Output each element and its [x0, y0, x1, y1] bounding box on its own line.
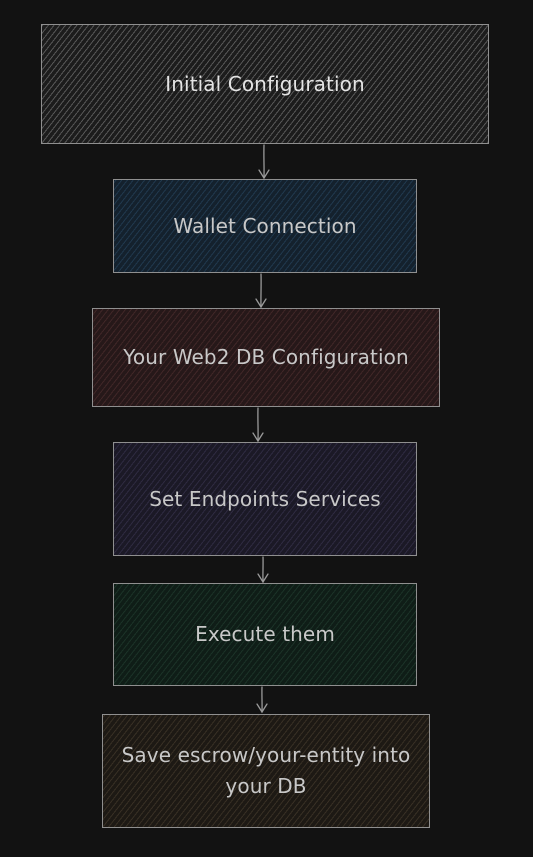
step-label: Wallet Connection [173, 213, 357, 238]
step-label: Save escrow/your-entity into your DB [121, 743, 411, 798]
step-label: Set Endpoints Services [149, 486, 381, 511]
step-execute-them: Execute them [113, 583, 417, 686]
step-label: Initial Configuration [165, 71, 365, 96]
step-wallet-connection: Wallet Connection [113, 179, 417, 273]
step-save-escrow: Save escrow/your-entity into your DB [102, 714, 430, 828]
step-initial-configuration: Initial Configuration [41, 24, 489, 144]
arrow-wallet-to-db [255, 273, 267, 309]
arrow-initial-to-wallet [258, 144, 270, 180]
arrow-execute-to-save [256, 686, 268, 714]
arrow-endpoints-to-execute [257, 556, 269, 584]
step-label: Execute them [195, 622, 335, 646]
step-web2-db-configuration: Your Web2 DB Configuration [92, 308, 440, 407]
arrow-db-to-endpoints [252, 407, 264, 443]
step-label: Your Web2 DB Configuration [123, 345, 409, 369]
step-set-endpoints-services: Set Endpoints Services [113, 442, 417, 556]
